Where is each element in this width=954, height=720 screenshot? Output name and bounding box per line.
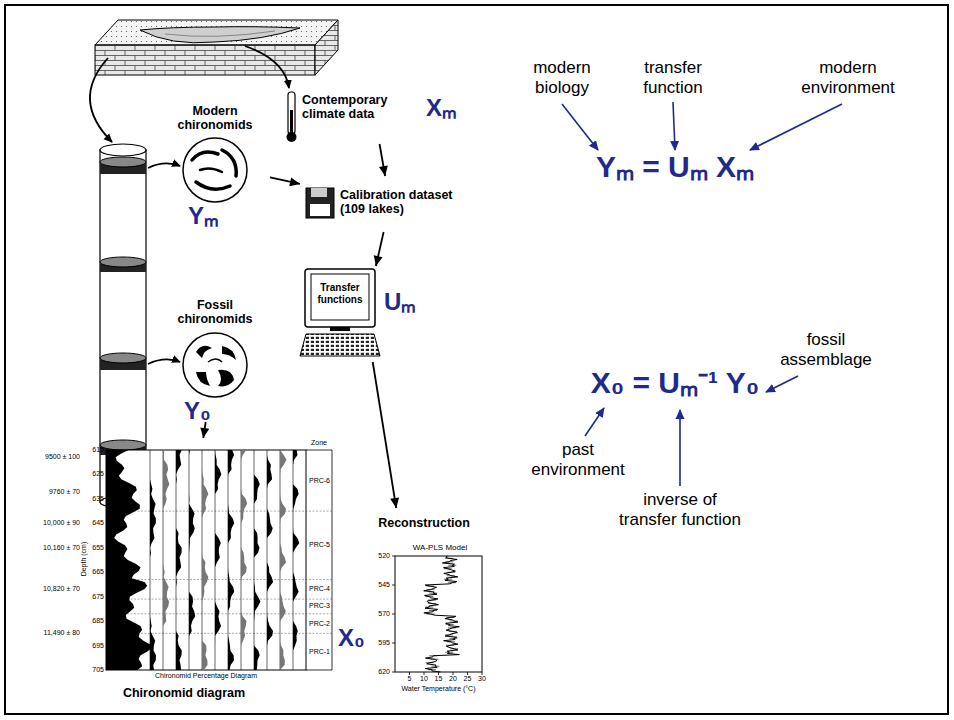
axis-title: Chironomid Percentage Diagram bbox=[106, 672, 306, 680]
equation: X₀ = Uₘ⁻¹ Y₀ bbox=[560, 366, 790, 401]
axis-label: Zone bbox=[306, 439, 332, 447]
depth-tick: 570 bbox=[374, 610, 390, 618]
annotation: modern environment bbox=[786, 58, 910, 97]
fossil-chironomid-node: Fossil chironomidsY₀ bbox=[160, 298, 270, 422]
zone-label: PRC-3 bbox=[307, 602, 332, 610]
arrowhead bbox=[200, 427, 209, 438]
node-label: Modern chironomids bbox=[160, 104, 270, 133]
date-label: 9500 ± 100 bbox=[34, 453, 80, 461]
modern-chironomid-node: Modern chironomidsYₘ bbox=[160, 104, 270, 226]
fossil-capsule-circle bbox=[183, 333, 247, 397]
reconstruction-node: ReconstructionWA-PLS ModelX₀ bbox=[336, 508, 488, 704]
flow-arrow bbox=[90, 58, 112, 142]
thermometer-icon bbox=[287, 92, 297, 142]
symbol-label: Xₘ bbox=[426, 94, 457, 122]
climate-data-node: Contemporary climate dataXₘ bbox=[282, 86, 467, 144]
depth-tick: 620 bbox=[374, 668, 390, 676]
annotation: past environment bbox=[522, 440, 634, 479]
depth-tick: 625 bbox=[87, 470, 104, 478]
temperature-tick: 20 bbox=[446, 675, 460, 683]
flow-arrow bbox=[148, 359, 180, 364]
depth-tick: 635 bbox=[87, 495, 104, 503]
symbol-label: Y₀ bbox=[184, 397, 211, 425]
flow-arrow bbox=[245, 46, 289, 88]
annotation: fossil assemblage bbox=[770, 330, 882, 369]
chironomid-diagram-node: Chironomid diagram bbox=[34, 438, 332, 708]
lake-block bbox=[95, 20, 338, 75]
date-label: 10,160 ± 70 bbox=[34, 544, 80, 552]
symbol-label: X₀ bbox=[338, 624, 365, 652]
temperature-tick: 5 bbox=[403, 675, 417, 683]
depth-tick: 665 bbox=[87, 568, 104, 576]
axis-title: Water Temperature (°C) bbox=[390, 685, 487, 693]
depth-tick: 645 bbox=[87, 519, 104, 527]
depth-tick: 655 bbox=[87, 544, 104, 552]
annotation: inverse of transfer function bbox=[612, 490, 748, 529]
computer-icon bbox=[300, 269, 380, 356]
depth-tick: 545 bbox=[374, 581, 390, 589]
temperature-tick: 30 bbox=[475, 675, 489, 683]
date-label: 11,490 ± 80 bbox=[34, 629, 80, 637]
zone-label: PRC-6 bbox=[307, 477, 332, 485]
axis-title: Depth (cm) bbox=[80, 529, 88, 589]
node-label: Reconstruction bbox=[362, 516, 486, 530]
depth-tick: 695 bbox=[87, 642, 104, 650]
depth-tick: 595 bbox=[374, 639, 390, 647]
node-label: Calibration dataset (109 lakes) bbox=[340, 188, 476, 217]
equation: Yₘ = Uₘ Xₘ bbox=[560, 150, 790, 185]
flow-connector bbox=[200, 422, 209, 438]
node-label: WA-PLS Model bbox=[392, 543, 488, 552]
annotation: modern biology bbox=[520, 58, 604, 97]
symbol-label: Yₘ bbox=[188, 202, 219, 230]
depth-tick: 675 bbox=[87, 593, 104, 601]
arrowhead bbox=[289, 177, 300, 186]
annotation: transfer function bbox=[626, 58, 720, 97]
temperature-tick: 25 bbox=[461, 675, 475, 683]
temperature-tick: 10 bbox=[417, 675, 431, 683]
depth-tick: 615 bbox=[87, 446, 104, 454]
date-label: 10,000 ± 90 bbox=[34, 519, 80, 527]
arrowhead bbox=[379, 165, 388, 176]
modern-larvae-circle bbox=[183, 138, 247, 202]
frame bbox=[5, 5, 948, 714]
date-label: 9760 ± 70 bbox=[34, 488, 80, 496]
zone-label: PRC-1 bbox=[307, 648, 332, 656]
depth-tick: 685 bbox=[87, 617, 104, 625]
reconstruction-chart bbox=[392, 556, 482, 675]
flow-connector bbox=[379, 144, 388, 176]
symbol-label: Uₘ bbox=[384, 288, 416, 316]
temperature-tick: 15 bbox=[432, 675, 446, 683]
node-label: Contemporary climate data bbox=[302, 93, 420, 122]
flow-connector bbox=[270, 177, 300, 186]
flow-arrow bbox=[148, 163, 180, 168]
depth-tick: 705 bbox=[87, 666, 104, 674]
node-label: Transfer functions bbox=[313, 282, 367, 305]
disk-icon bbox=[306, 188, 334, 218]
date-label: 10,820 ± 70 bbox=[34, 585, 80, 593]
arrowhead bbox=[374, 255, 383, 266]
node-label: Fossil chironomids bbox=[160, 298, 270, 327]
arrowhead bbox=[390, 497, 399, 508]
transfer-function-node: Transfer functions Uₘ bbox=[300, 266, 430, 362]
node-label: Chironomid diagram bbox=[84, 686, 284, 700]
depth-tick: 520 bbox=[374, 552, 390, 560]
chironomid-percentage-diagram bbox=[106, 450, 332, 670]
flow-connector bbox=[374, 232, 384, 266]
zone-label: PRC-5 bbox=[307, 541, 332, 549]
zone-label: PRC-4 bbox=[307, 585, 332, 593]
flow-connector bbox=[373, 362, 399, 508]
calibration-node: Calibration dataset (109 lakes) bbox=[300, 176, 480, 232]
zone-label: PRC-2 bbox=[307, 620, 332, 628]
